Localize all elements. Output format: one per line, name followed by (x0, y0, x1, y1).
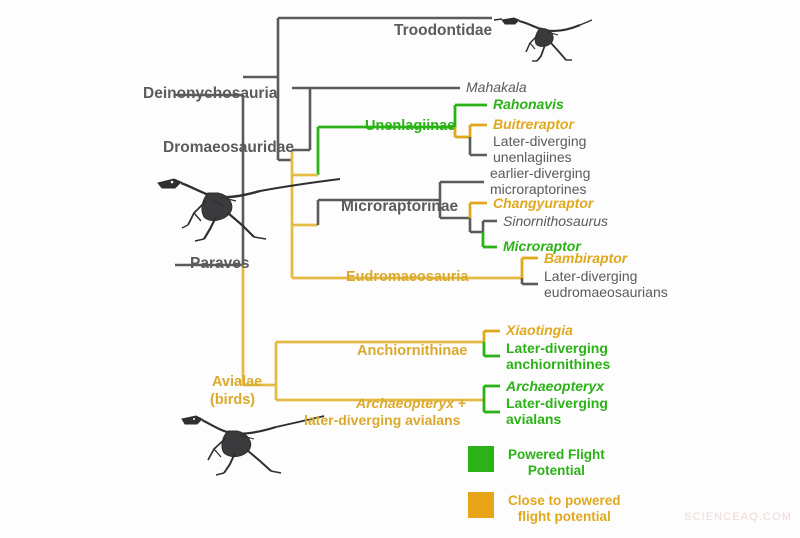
avialan-skeleton (181, 415, 325, 476)
legend-text-close-to-powered-flight: Close to powered flight potential (508, 492, 621, 524)
tip-label-later-eudromaeosaurians-line2: eudromaeosaurians (544, 284, 668, 300)
tip-label-buitreraptor: Buitreraptor (493, 116, 574, 132)
legend-swatch-gold (468, 492, 494, 519)
tip-label-later-avialans-line2: avialans (506, 411, 562, 427)
clade-label-deinonychosauria: Deinonychosauria (143, 85, 278, 102)
clade-label-eudromaeosauria: Eudromaeosauria (346, 269, 469, 285)
tip-label-rahonavis: Rahonavis (493, 96, 564, 112)
tip-label-later-eudromaeosaurians-line1: Later-diverging (544, 268, 638, 284)
tip-label-microraptor: Microraptor (503, 238, 581, 254)
watermark-text: SCIENCEAQ.COM (684, 511, 792, 523)
tip-label-mahakala: Mahakala (466, 79, 527, 95)
legend: Powered Flight Potential Close to powere… (468, 446, 718, 538)
tip-label-xiaotingia: Xiaotingia (506, 322, 573, 338)
clade-label-paraves: Paraves (190, 255, 250, 272)
tip-label-later-unenlagiines-line2: unenlagiines (493, 149, 572, 165)
archaeopteryx-plus-sign: + (454, 395, 467, 411)
clade-label-anchiornithinae: Anchiornithinae (357, 343, 468, 359)
clade-label-unenlagiinae: Unenlagiinae (365, 118, 456, 134)
clade-label-archaeopteryx-group-line2: later-diverging avialans (304, 412, 461, 428)
tip-label-later-anchiornithines-line1: Later-diverging (506, 340, 608, 356)
tip-label-bambiraptor: Bambiraptor (544, 250, 628, 266)
legend-item-powered-flight: Powered Flight Potential (468, 446, 718, 478)
legend-close-flight-line2: flight potential (517, 508, 611, 524)
tip-label-troodontidae: Troodontidae (394, 22, 493, 39)
tip-label-later-avialans-line1: Later-diverging (506, 395, 608, 411)
tip-label-archaeopteryx: Archaeopteryx (506, 378, 605, 394)
legend-powered-flight-line1: Powered Flight (508, 447, 605, 462)
clade-label-microraptorinae: Microraptorinae (341, 198, 459, 215)
legend-item-close-to-powered-flight: Close to powered flight potential (468, 492, 718, 524)
tip-label-later-unenlagiines-line1: Later-diverging (493, 133, 587, 149)
clade-label-avialae: Avialae (212, 374, 263, 390)
tip-label-sinornithosaurus: Sinornithosaurus (503, 213, 609, 229)
clade-label-avialae-birds: (birds) (210, 392, 256, 408)
legend-text-powered-flight: Powered Flight Potential (508, 446, 605, 478)
legend-powered-flight-line2: Potential (527, 462, 585, 478)
tip-label-earlier-microraptorines-line1: earlier-diverging (490, 165, 591, 181)
tip-label-earlier-microraptorines-line2: microraptorines (490, 181, 587, 197)
dromaeosaurid-skeleton (157, 178, 341, 242)
troodontid-skeleton (493, 17, 593, 62)
clade-label-dromaeosauridae: Dromaeosauridae (163, 139, 294, 156)
tip-label-changyuraptor: Changyuraptor (493, 195, 594, 211)
legend-swatch-green (468, 446, 494, 472)
archaeopteryx-genus-italic: Archaeopteryx (356, 395, 455, 411)
legend-close-flight-line1: Close to powered (508, 493, 621, 509)
clade-label-archaeopteryx-group-line1: Archaeopteryx + (356, 395, 467, 411)
tip-label-later-anchiornithines-line2: anchiornithines (506, 356, 611, 372)
